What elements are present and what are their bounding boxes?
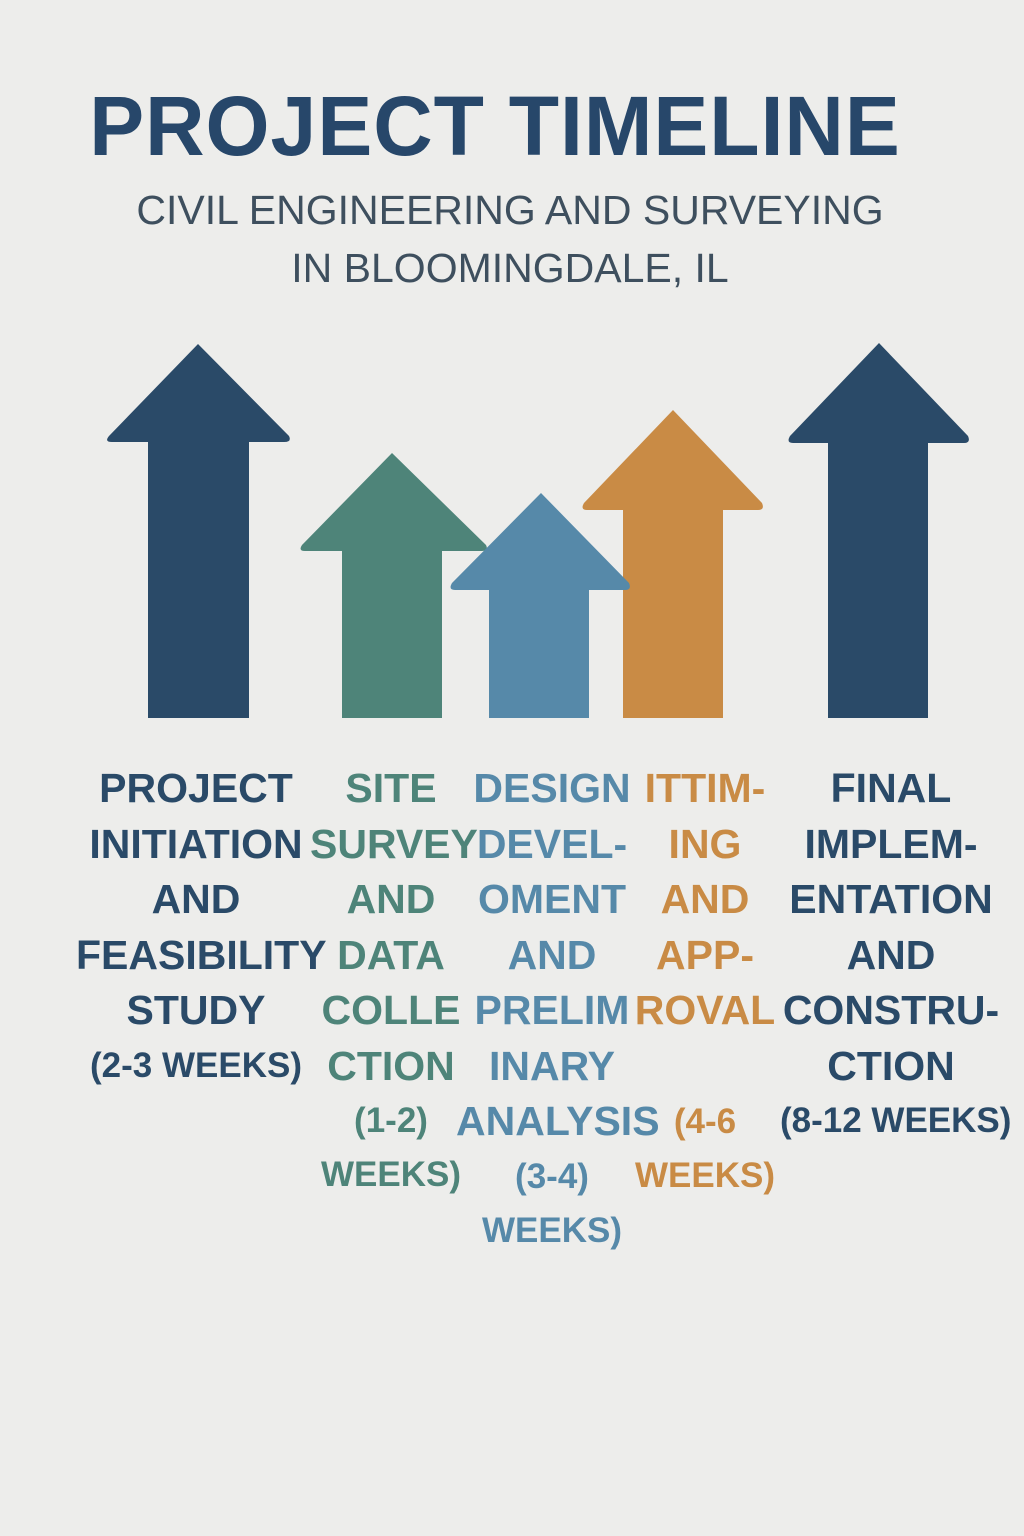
phase-5-line: CONSTRU- xyxy=(782,987,1000,1033)
phase-3-line: DESIGN xyxy=(473,765,631,811)
phase-4-line: ITTIM- xyxy=(644,765,766,811)
phase-3-line: OMENT xyxy=(477,876,627,922)
phase-3-line: AND xyxy=(507,931,597,978)
phase-2-line: SITE xyxy=(345,765,437,811)
phase-label-4: ITTIM- ING AND APP- ROVAL (4-6 WEEKS) xyxy=(630,761,780,1203)
subtitle-line-1: CIVIL ENGINEERING AND SURVEYING xyxy=(136,187,884,233)
phase-3-line: ANALYSIS xyxy=(456,1098,660,1144)
phase-1-line: AND xyxy=(151,876,241,922)
phase-4-line: ROVAL xyxy=(634,987,776,1033)
page-title: PROJECT TIMELINE xyxy=(89,79,901,173)
arrow-up-icon-phase-2 xyxy=(300,453,487,718)
phase-4-line: AND xyxy=(660,876,750,922)
phase-5-line: CTION xyxy=(827,1042,955,1089)
phase-label-5: FINAL IMPLEM- ENTATION AND CONSTRU- CTIO… xyxy=(780,761,1012,1148)
timeline-arrows xyxy=(107,343,969,718)
phase-1-line: PROJECT xyxy=(99,765,293,811)
phase-3-line: PRELIM xyxy=(474,987,630,1033)
phase-4-duration: (4-6 xyxy=(673,1101,737,1141)
phase-2-duration: (1-2) xyxy=(354,1101,428,1140)
phase-2-line: COLLE xyxy=(321,987,461,1033)
phase-1-line: INITIATION xyxy=(89,820,303,867)
phase-label-2: SITE SURVEY AND DATA COLLE CTION (1-2) W… xyxy=(310,761,478,1202)
arrow-up-icon-phase-1 xyxy=(107,344,290,718)
phase-3-duration: (3-4) xyxy=(515,1156,589,1196)
phase-2-line: SURVEY xyxy=(310,820,478,867)
phase-5-line: AND xyxy=(846,931,936,978)
arrow-up-icon-phase-3 xyxy=(450,493,630,718)
phase-5-line: IMPLEM- xyxy=(804,820,978,867)
phase-4-line: APP- xyxy=(656,931,754,978)
phase-3-line: INARY xyxy=(488,1042,616,1089)
phase-1-line: STUDY xyxy=(126,987,266,1033)
subtitle-line-2: IN BLOOMINGDALE, IL xyxy=(291,245,729,291)
phase-1-line: FEASIBILITY xyxy=(76,931,327,978)
phase-2-duration: WEEKS) xyxy=(321,1155,461,1194)
phase-5-duration: (8-12 WEEKS) xyxy=(780,1101,1012,1140)
phase-1-duration: (2-3 WEEKS) xyxy=(90,1045,302,1085)
phase-2-line: CTION xyxy=(327,1042,455,1089)
arrow-up-icon-phase-5 xyxy=(788,343,969,718)
phase-2-line: DATA xyxy=(337,931,445,978)
phase-label-1: PROJECT INITIATION AND FEASIBILITY STUDY… xyxy=(76,761,327,1093)
phase-3-line: DEVEL- xyxy=(476,820,628,867)
phase-5-line: FINAL xyxy=(830,765,952,811)
phase-4-duration: WEEKS) xyxy=(635,1155,775,1195)
arrow-up-icon-phase-4 xyxy=(582,410,763,718)
phase-label-3: DESIGN DEVEL- OMENT AND PRELIM INARY ANA… xyxy=(456,761,660,1258)
phase-5-line: ENTATION xyxy=(789,876,993,922)
phase-4-line: ING xyxy=(668,820,742,867)
phase-3-duration: WEEKS) xyxy=(482,1210,622,1250)
phase-2-line: AND xyxy=(346,876,436,922)
